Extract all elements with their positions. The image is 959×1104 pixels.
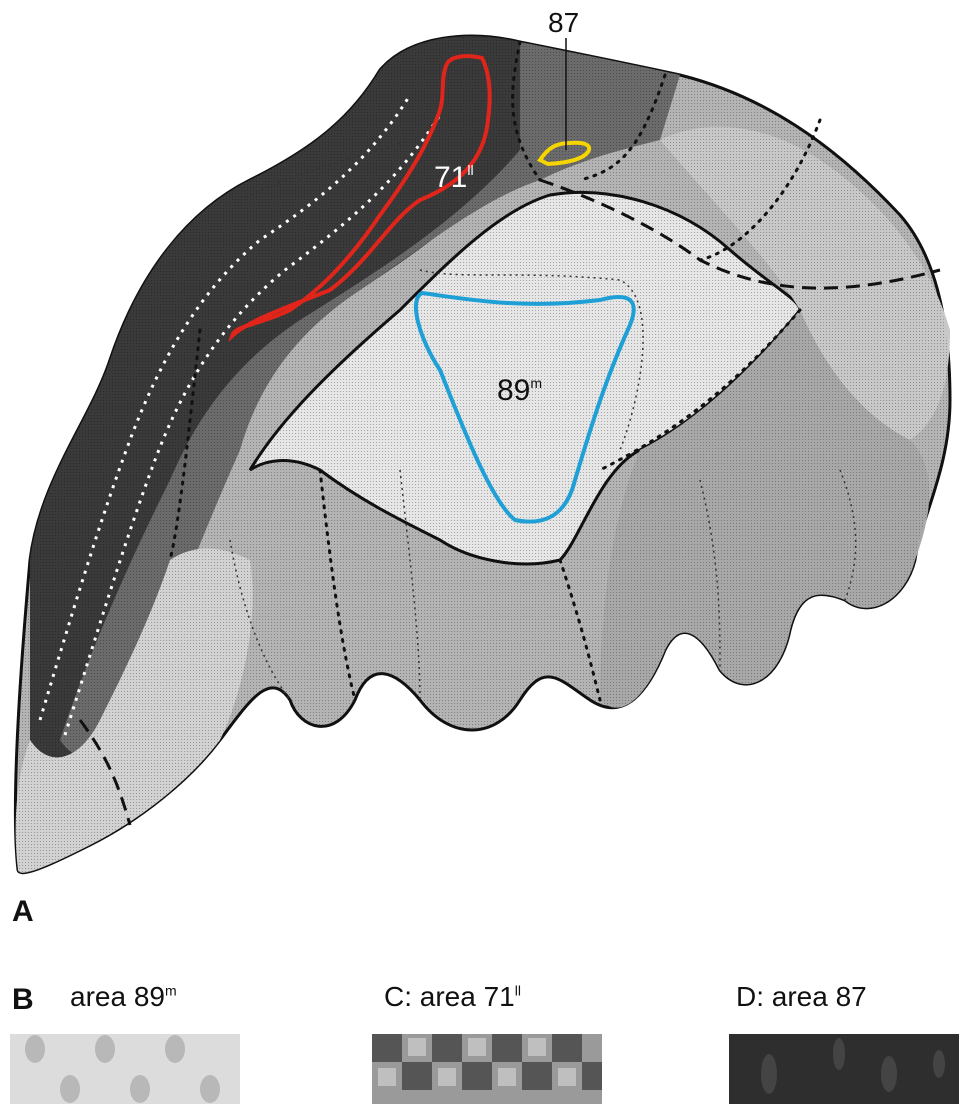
panel-c-title-sup: ll: [515, 983, 521, 999]
panel-c-title: C: area 71ll: [384, 983, 521, 1011]
panel-b-title-text: area 89: [70, 981, 165, 1012]
panel-b-title-sup: m: [165, 983, 177, 999]
panel-c-texture: [372, 1034, 602, 1104]
panel-c-title-text: C: area 71: [384, 981, 515, 1012]
cortex-flatmap: 71ll 87 89m: [0, 0, 959, 890]
stipple-texture: [15, 36, 950, 873]
panel-d-title: D: area 87: [736, 983, 867, 1011]
panel-d-texture: [729, 1034, 959, 1104]
panel-b-texture: [10, 1034, 240, 1104]
panel-b-letter: B: [12, 985, 34, 1015]
panel-d-title-text: D: area 87: [736, 981, 867, 1012]
panel-b-title: area 89m: [70, 983, 177, 1011]
area-87-label: 87: [548, 7, 579, 38]
panel-a-letter: A: [12, 897, 34, 927]
